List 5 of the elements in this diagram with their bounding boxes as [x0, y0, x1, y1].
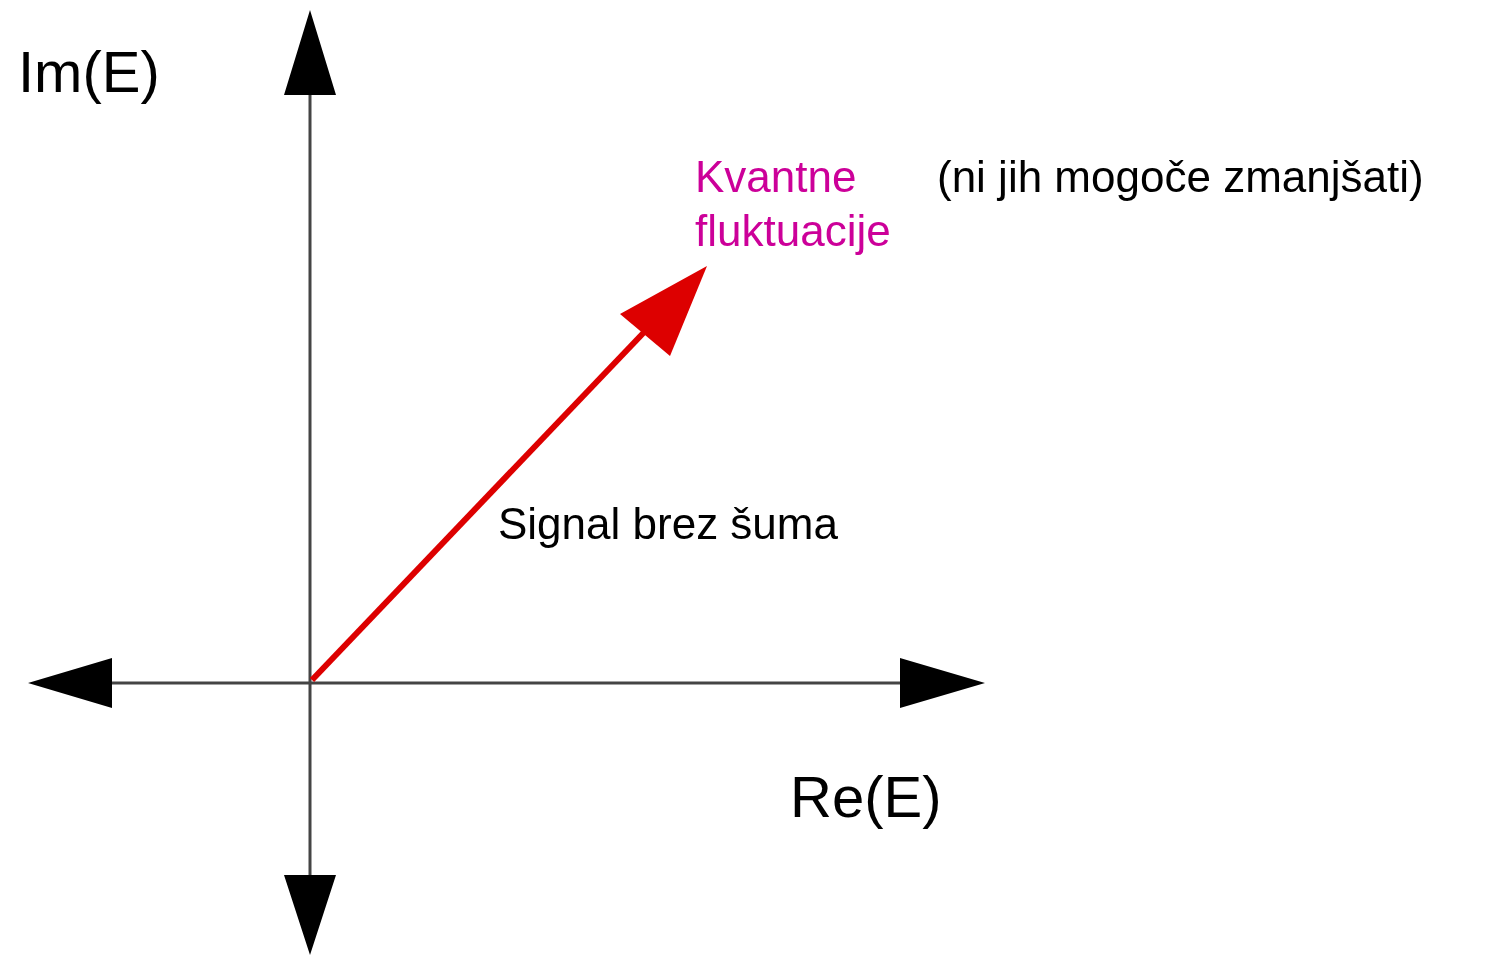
note-text: (ni jih mogoče zmanjšati)	[937, 151, 1424, 203]
axis-label: Re(E)	[790, 765, 942, 829]
axis-label: Im(E)	[18, 40, 160, 104]
vector-label: Signal brez šuma	[498, 498, 838, 550]
annotation-text: Kvantne fluktuacije	[695, 151, 892, 257]
